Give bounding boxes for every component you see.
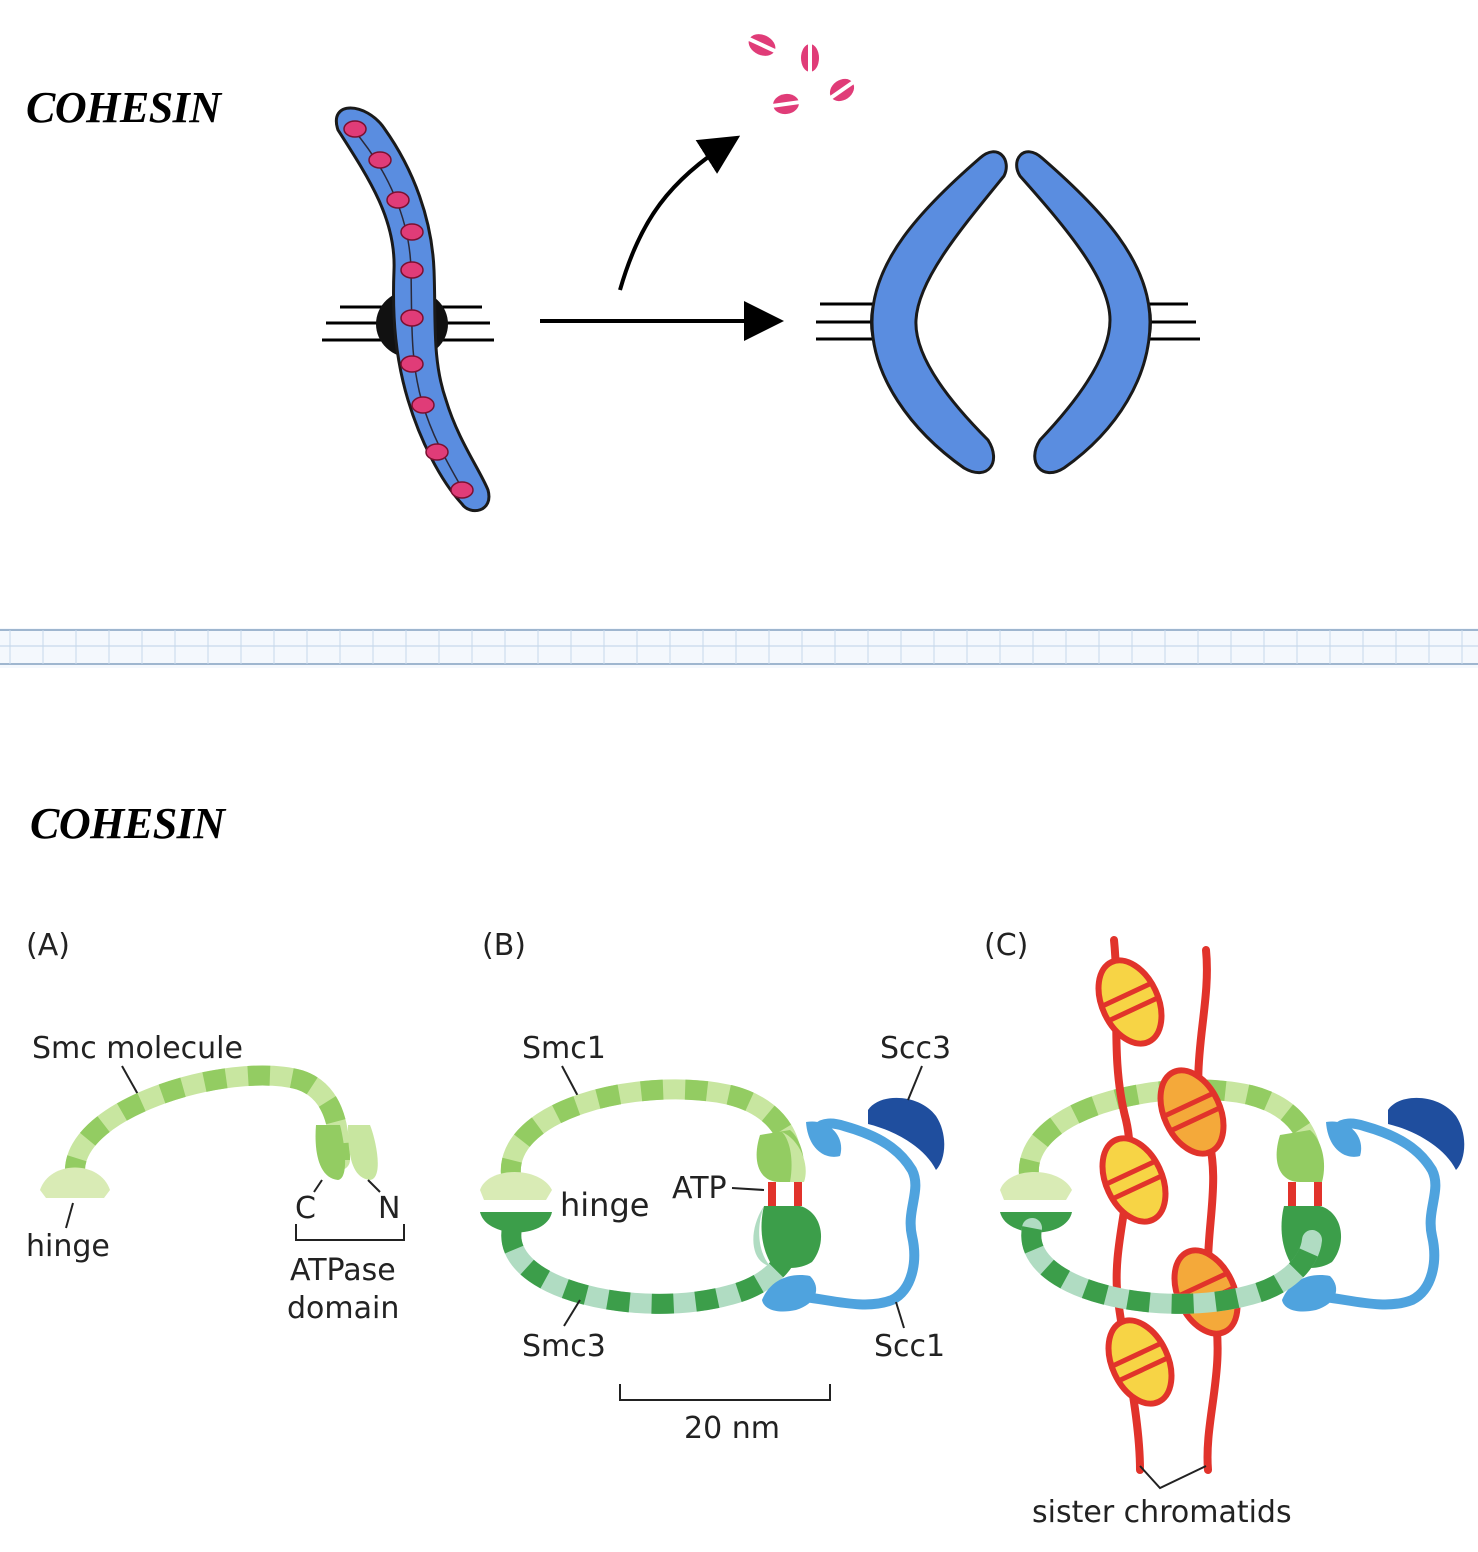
smc1-label: Smc1 <box>522 1031 606 1066</box>
scale-bar <box>619 1384 831 1401</box>
n-terminus-label: N <box>378 1191 400 1226</box>
smc-molecule-leader <box>121 1065 141 1099</box>
cohesin-structure-diagram: (A) Smc molecule hinge C N ATPase domain… <box>26 928 1465 1530</box>
hinge-leader <box>65 1202 74 1229</box>
cohesin-release-arrow <box>618 135 741 291</box>
smc3-hinge <box>480 1212 552 1233</box>
atpase-label-line2: domain <box>287 1291 399 1326</box>
smc3-arm-twist-c <box>1021 1226 1322 1314</box>
smc1-leader <box>561 1065 581 1101</box>
sister-chromatids-bracket <box>1139 1465 1207 1490</box>
n-terminal-head <box>348 1125 378 1180</box>
panel-c: (C) sister chromatids <box>984 928 1465 1530</box>
chromosome-with-cohesin <box>322 106 494 513</box>
atpase-bracket <box>295 1224 405 1241</box>
smc3-leader <box>563 1299 581 1327</box>
atp-label: ATP <box>672 1171 727 1206</box>
separated-sister-chromatids <box>816 150 1200 475</box>
sister-chromatid-2 <box>1194 946 1222 1474</box>
smc1-head-n <box>782 1132 806 1182</box>
scc1-leader <box>895 1301 905 1329</box>
top-title: COHESIN <box>26 83 221 132</box>
scc1-n-domain-c <box>1326 1121 1362 1157</box>
panel-b: (B) Smc1 Scc3 hinge ATP Smc3 Scc1 <box>480 928 951 1446</box>
panel-c-label: (C) <box>984 928 1028 963</box>
smc3-head <box>761 1206 822 1268</box>
sister-chromatid-right <box>1015 150 1152 475</box>
atpase-label-line1: ATPase <box>290 1253 396 1288</box>
scc1-kleisin-c <box>1305 1118 1441 1310</box>
c-terminal-head <box>315 1125 346 1180</box>
cleaved-cohesin-fragments <box>747 34 855 115</box>
smc1-head-c-panel <box>1276 1130 1325 1182</box>
scc1-n-domain <box>806 1121 842 1157</box>
panel-a: (A) Smc molecule hinge C N ATPase domain <box>26 928 405 1326</box>
bottom-title: COHESIN <box>30 799 225 848</box>
smc1-arm-twist <box>500 1079 802 1185</box>
scc3-label: Scc3 <box>880 1031 951 1066</box>
scc1-kleisin <box>785 1118 921 1310</box>
atp-leader <box>731 1187 765 1191</box>
scc3-leader <box>907 1065 923 1101</box>
cohesin-rings <box>343 120 474 499</box>
smc-molecule-label: Smc molecule <box>32 1031 243 1066</box>
c-leader <box>313 1179 323 1193</box>
sister-chromatids-label: sister chromatids <box>1032 1495 1292 1530</box>
hinge-label-b: hinge <box>560 1186 649 1224</box>
panel-b-label: (B) <box>482 928 526 963</box>
scale-bar-label: 20 nm <box>684 1411 780 1446</box>
smc3-arm-twist <box>501 1226 802 1314</box>
atp-site-c2 <box>1314 1182 1322 1206</box>
scc3-subunit-c <box>1388 1097 1465 1170</box>
scc1-c-domain <box>762 1275 817 1312</box>
smc3-label: Smc3 <box>522 1329 606 1364</box>
smc1-hinge-c <box>1000 1172 1072 1200</box>
scc3-subunit <box>868 1097 945 1170</box>
hinge-domain <box>40 1167 110 1198</box>
hinge-label-a: hinge <box>26 1229 110 1264</box>
smc1-arm <box>500 1079 802 1192</box>
chromosome-separation-diagram <box>322 34 1200 513</box>
scc1-label: Scc1 <box>874 1329 945 1364</box>
smc-coiled-coil-twist <box>65 1065 350 1183</box>
smc3-head-light <box>753 1206 770 1266</box>
atp-site-1 <box>768 1182 776 1206</box>
sister-chromatid-left <box>870 150 1008 475</box>
smc1-hinge <box>480 1172 552 1200</box>
atp-site-c1 <box>1288 1182 1296 1206</box>
nucleosomes <box>1095 957 1241 1407</box>
section-divider <box>0 628 1478 668</box>
panel-a-label: (A) <box>26 928 70 963</box>
c-terminus-label: C <box>295 1191 316 1226</box>
n-leader <box>367 1179 381 1193</box>
atp-site-2 <box>794 1182 802 1206</box>
